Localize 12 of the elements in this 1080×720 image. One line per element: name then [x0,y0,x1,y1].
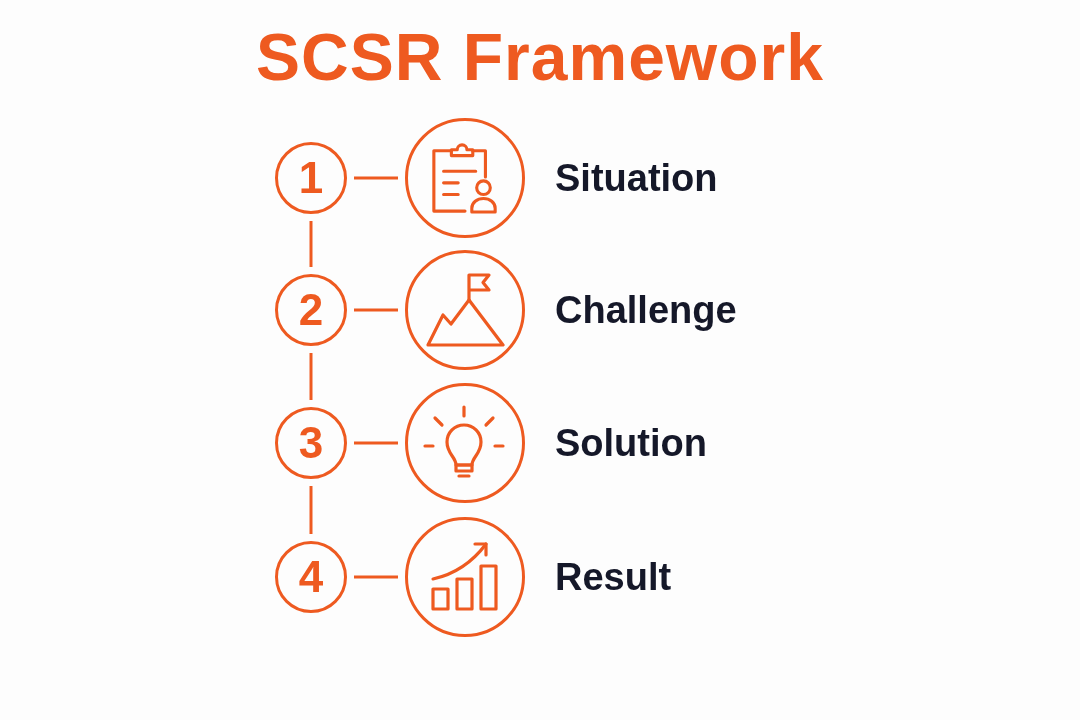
connector-line [354,308,398,312]
step-label: Challenge [555,291,737,329]
connector-line [309,486,313,534]
title: SCSR Framework [256,24,824,90]
connector-line [354,575,398,579]
connector-line [354,176,398,180]
connector-line [309,353,313,400]
step-label: Solution [555,424,707,462]
connector-line [354,441,398,445]
connector-line [309,221,313,267]
step-label: Situation [555,159,718,197]
step-label: Result [555,558,672,596]
